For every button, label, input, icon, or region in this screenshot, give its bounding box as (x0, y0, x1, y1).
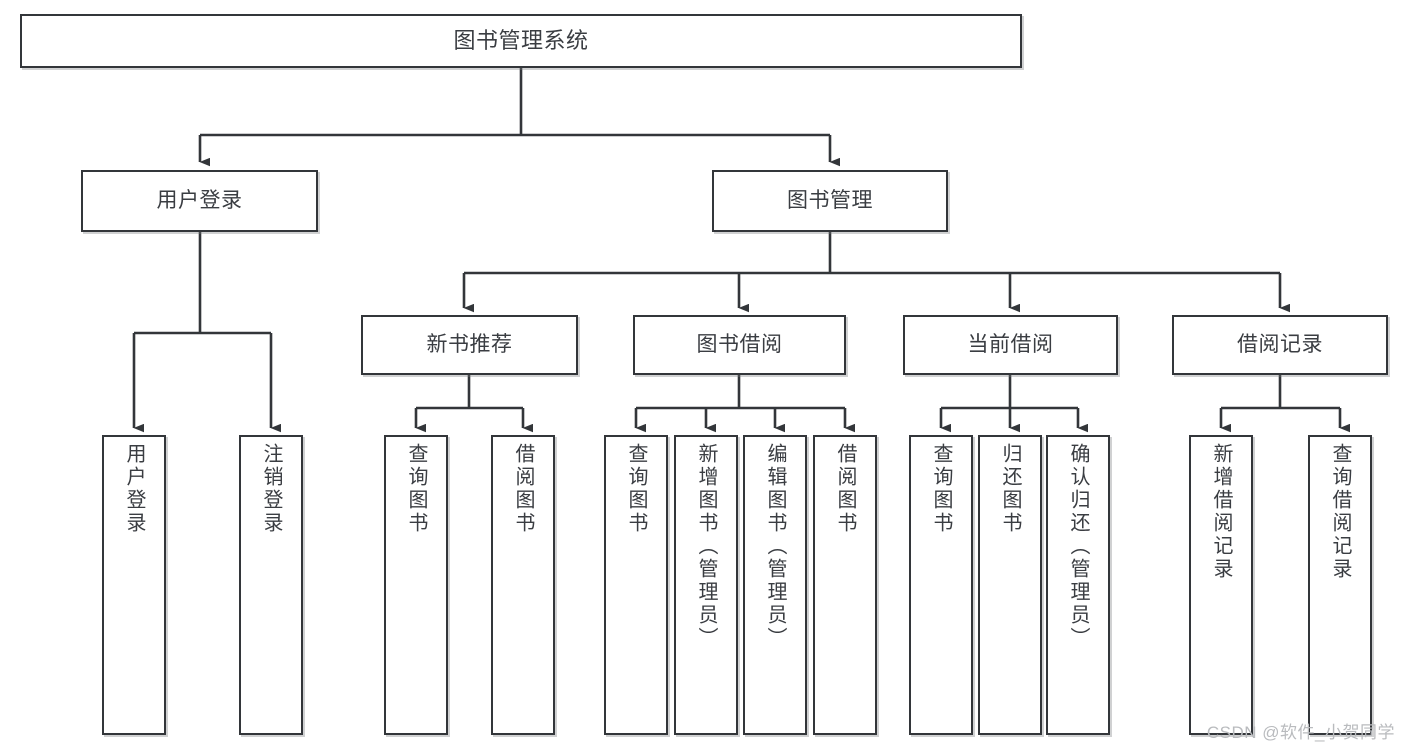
node-leaf-query-record-label: 查询借阅记录 (1329, 443, 1351, 581)
node-leaf-user-login[interactable]: 用户登录 (102, 435, 166, 735)
node-book-manage[interactable]: 图书管理 (712, 170, 948, 232)
node-leaf-borrow-book-1[interactable]: 借阅图书 (491, 435, 555, 735)
node-leaf-query-book-2-label: 查询图书 (625, 443, 647, 535)
node-leaf-query-book-1-label: 查询图书 (405, 443, 427, 535)
node-leaf-logout[interactable]: 注销登录 (239, 435, 303, 735)
node-book-borrow[interactable]: 图书借阅 (633, 315, 846, 375)
node-leaf-return-book-label: 归还图书 (999, 443, 1021, 535)
node-new-book-rec[interactable]: 新书推荐 (361, 315, 578, 375)
node-leaf-query-record[interactable]: 查询借阅记录 (1308, 435, 1372, 735)
node-leaf-borrow-book-2[interactable]: 借阅图书 (813, 435, 877, 735)
node-leaf-confirm-return[interactable]: 确认归还（管理员） (1046, 435, 1110, 735)
node-borrow-record-label: 借阅记录 (1237, 333, 1323, 357)
node-root-label: 图书管理系统 (453, 27, 589, 53)
node-user-login[interactable]: 用户登录 (81, 170, 318, 232)
node-leaf-add-record-label: 新增借阅记录 (1210, 443, 1232, 581)
node-root[interactable]: 图书管理系统 (20, 14, 1022, 68)
node-leaf-query-book-3-label: 查询图书 (930, 443, 952, 535)
node-leaf-user-login-label: 用户登录 (123, 443, 145, 535)
node-book-manage-label: 图书管理 (787, 189, 873, 213)
node-leaf-edit-book[interactable]: 编辑图书（管理员） (743, 435, 807, 735)
node-leaf-add-book[interactable]: 新增图书（管理员） (674, 435, 738, 735)
node-leaf-add-record[interactable]: 新增借阅记录 (1189, 435, 1253, 735)
node-leaf-logout-label: 注销登录 (260, 443, 282, 535)
node-leaf-add-book-label: 新增图书（管理员） (695, 443, 717, 650)
node-new-book-rec-label: 新书推荐 (426, 333, 513, 357)
watermark-text: CSDN @软件_小贺同学 (1206, 723, 1395, 742)
node-book-borrow-label: 图书借阅 (696, 333, 783, 357)
node-leaf-return-book[interactable]: 归还图书 (978, 435, 1042, 735)
node-leaf-edit-book-label: 编辑图书（管理员） (764, 443, 786, 650)
node-borrow-record[interactable]: 借阅记录 (1172, 315, 1388, 375)
node-current-borrow[interactable]: 当前借阅 (903, 315, 1118, 375)
node-leaf-borrow-book-2-label: 借阅图书 (834, 443, 856, 535)
node-user-login-label: 用户登录 (156, 189, 243, 213)
node-leaf-query-book-2[interactable]: 查询图书 (604, 435, 668, 735)
node-leaf-query-book-3[interactable]: 查询图书 (909, 435, 973, 735)
node-leaf-borrow-book-1-label: 借阅图书 (512, 443, 534, 535)
node-leaf-query-book-1[interactable]: 查询图书 (384, 435, 448, 735)
node-current-borrow-label: 当前借阅 (967, 333, 1054, 357)
node-leaf-confirm-return-label: 确认归还（管理员） (1067, 443, 1089, 650)
